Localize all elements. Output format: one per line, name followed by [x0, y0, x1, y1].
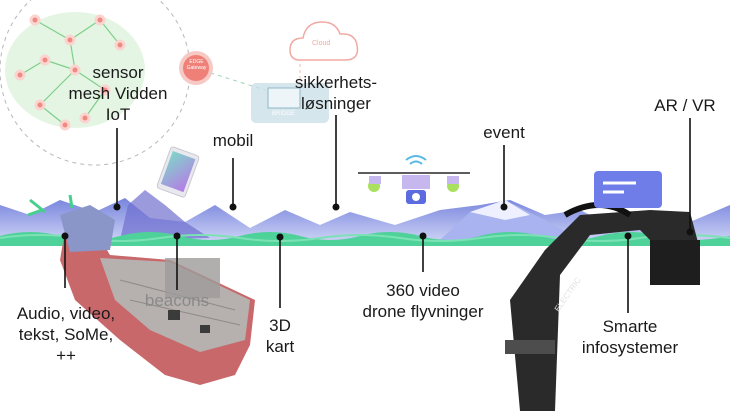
drone-icon [358, 155, 470, 204]
label-smarte-line-1: Smarte [602, 317, 658, 336]
label-smarte-infosystemer: Smarte infosystemer [574, 316, 686, 358]
tablet-icon [156, 146, 200, 198]
edge-label-line-2: Gateway [186, 65, 207, 71]
label-sikkerhet: sikkerhets- løsninger [271, 72, 401, 114]
label-beacons: beacons [137, 290, 217, 311]
label-mobil-text: mobil [212, 131, 254, 150]
label-360-line-1: 360 video [386, 281, 460, 300]
mountain-range [0, 190, 730, 246]
label-sensor-line-2: mesh Vidden [68, 84, 168, 103]
sensor-mesh [0, 0, 301, 166]
label-mobil: mobil [193, 130, 273, 151]
bridge-label: BRIDGE [272, 111, 296, 117]
label-sikkerhet-line-2: løsninger [301, 94, 371, 113]
edge-gateway-label: EDGE Gateway [184, 59, 209, 71]
label-kart-line-2: kart [265, 337, 295, 356]
label-360-line-2: drone flyvninger [362, 302, 484, 321]
label-audio-line-3: ++ [56, 346, 76, 365]
label-audio-line-2: tekst, SoMe, [18, 325, 114, 344]
cloud-icon [289, 21, 359, 61]
leader-dots [61, 203, 694, 241]
edge-label-line-1: EDGE [189, 59, 204, 65]
bridge-icon [251, 83, 329, 123]
edge-gateway-icon [179, 51, 213, 85]
label-ar-vr: AR / VR [640, 95, 730, 116]
label-360-video: 360 video drone flyvninger [345, 280, 501, 322]
label-3d-kart: 3D kart [252, 315, 308, 357]
label-audio-video: Audio, video, tekst, SoMe, ++ [0, 303, 132, 366]
label-sensor-mesh: sensor mesh Vidden IoT [48, 62, 188, 125]
label-audio-line-1: Audio, video, [16, 304, 116, 323]
label-sensor-line-3: IoT [105, 105, 131, 124]
leader-lines [64, 115, 691, 313]
label-event-text: event [483, 123, 525, 142]
label-ar-vr-text: AR / VR [654, 96, 716, 115]
robotic-arm-illustration [505, 202, 700, 411]
screen-panel-icon [594, 171, 662, 208]
label-smarte-line-2: infosystemer [581, 338, 679, 357]
cloud-label: Cloud [312, 40, 331, 47]
ship-illustration [27, 194, 255, 385]
label-sikkerhet-line-1: sikkerhets- [294, 73, 378, 92]
label-kart-line-1: 3D [269, 316, 291, 335]
label-event: event [464, 122, 544, 143]
label-sensor-line-1: sensor [92, 63, 144, 82]
label-beacons-text: beacons [144, 291, 210, 310]
